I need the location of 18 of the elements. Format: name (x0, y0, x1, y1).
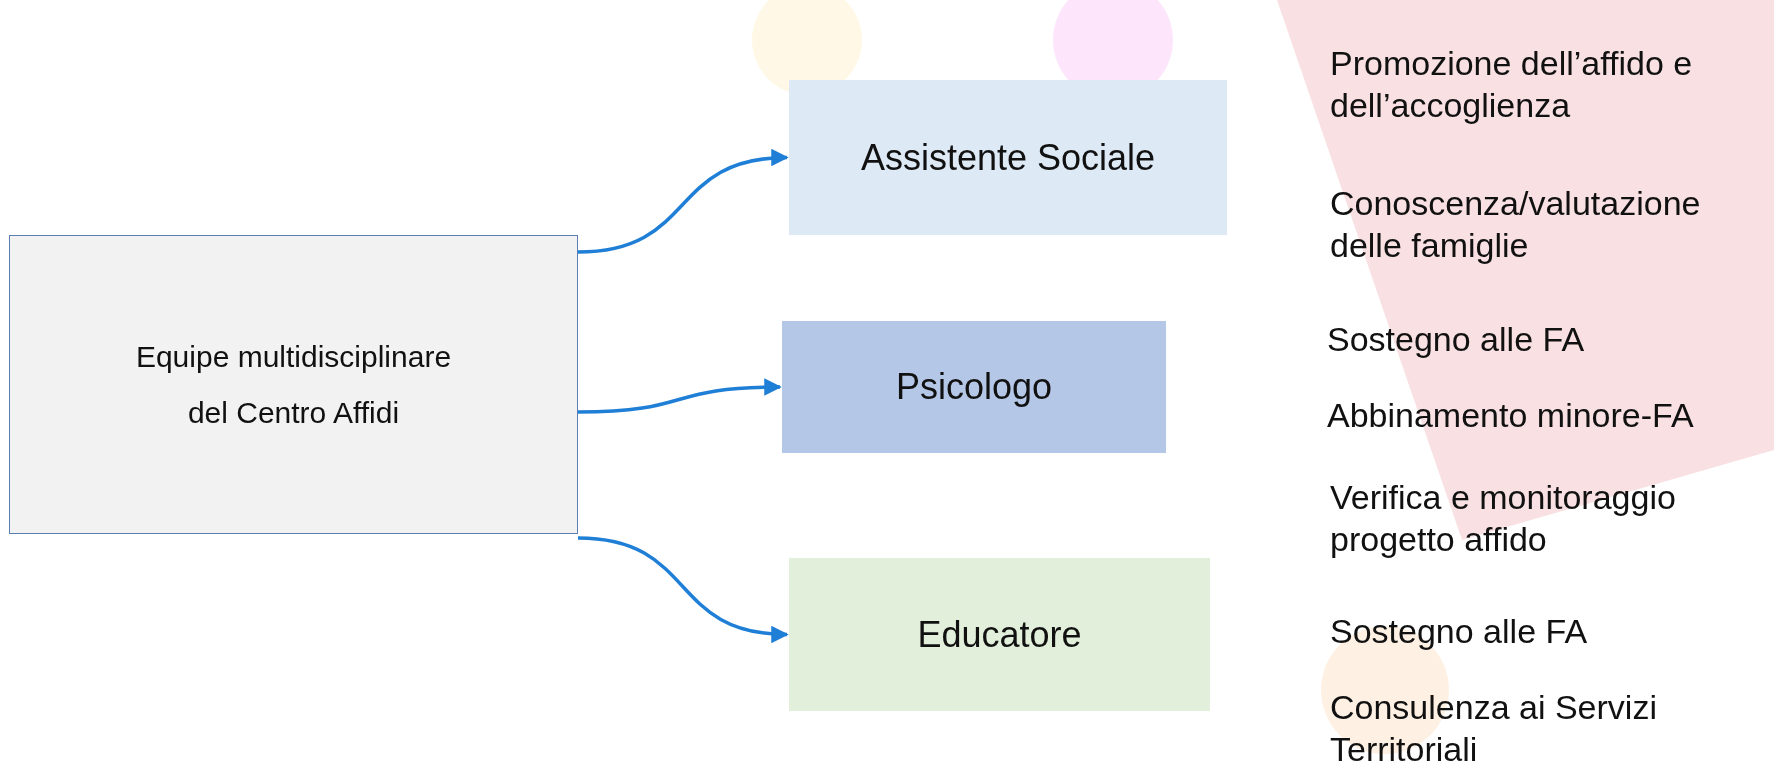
curved-arrow (577, 378, 782, 414)
role-box (789, 80, 1227, 235)
node-text: Equipe multidisciplinare del Centro Affidi (134, 338, 453, 431)
activity-text: Sostegno alle FA (1330, 611, 1589, 652)
curved-arrow (577, 536, 789, 643)
node-text: Educatore (917, 612, 1082, 657)
node-text: Assistente Sociale (860, 135, 1156, 180)
activity-text: Abbinamento minore-FA (1327, 395, 1695, 436)
group-box (9, 235, 578, 534)
activity-text: Conoscenza/valutazione delle famiglie (1330, 183, 1702, 266)
activity-text: Verifica e monitoraggio progetto affido (1330, 477, 1677, 560)
role-box (789, 558, 1210, 711)
activity-text: Promozione dell’affido e dell’accoglienza (1330, 43, 1694, 126)
curved-arrow (577, 149, 789, 254)
node-text: Psicologo (895, 365, 1053, 409)
role-box (782, 321, 1166, 453)
activity-text: Sostegno alle FA (1327, 319, 1586, 360)
activity-text: Consulenza ai Servizi Territoriali (1330, 687, 1658, 770)
